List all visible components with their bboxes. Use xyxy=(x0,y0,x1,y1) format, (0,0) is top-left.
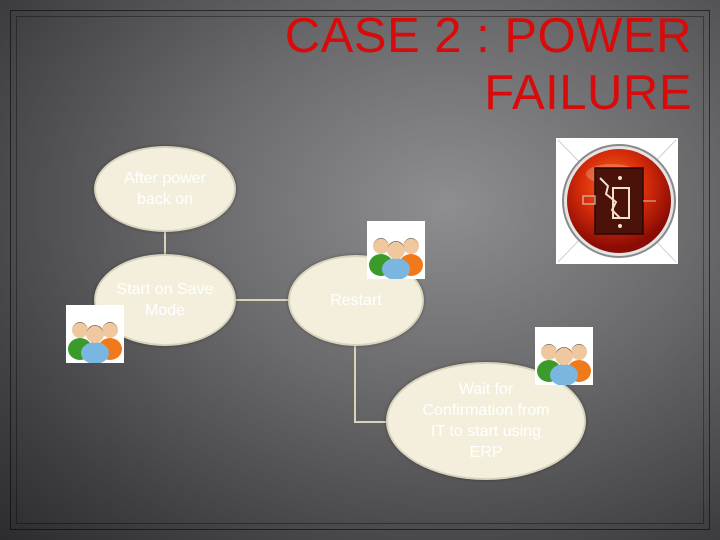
users-group-icon xyxy=(66,305,124,364)
node-after-power-back-on: After power back on xyxy=(94,146,236,232)
title-line-1: CASE 2 : POWER xyxy=(284,9,692,63)
users-group-icon xyxy=(367,221,425,280)
slide-frame-inner xyxy=(16,16,704,524)
connector-restart-to-wait xyxy=(354,346,386,423)
slide-frame xyxy=(10,10,710,530)
slide-title: CASE 2 : POWER FAILURE xyxy=(285,8,692,122)
users-group-icon xyxy=(535,327,593,386)
title-line-2: FAILURE xyxy=(484,66,692,120)
power-switch-icon xyxy=(556,138,678,264)
